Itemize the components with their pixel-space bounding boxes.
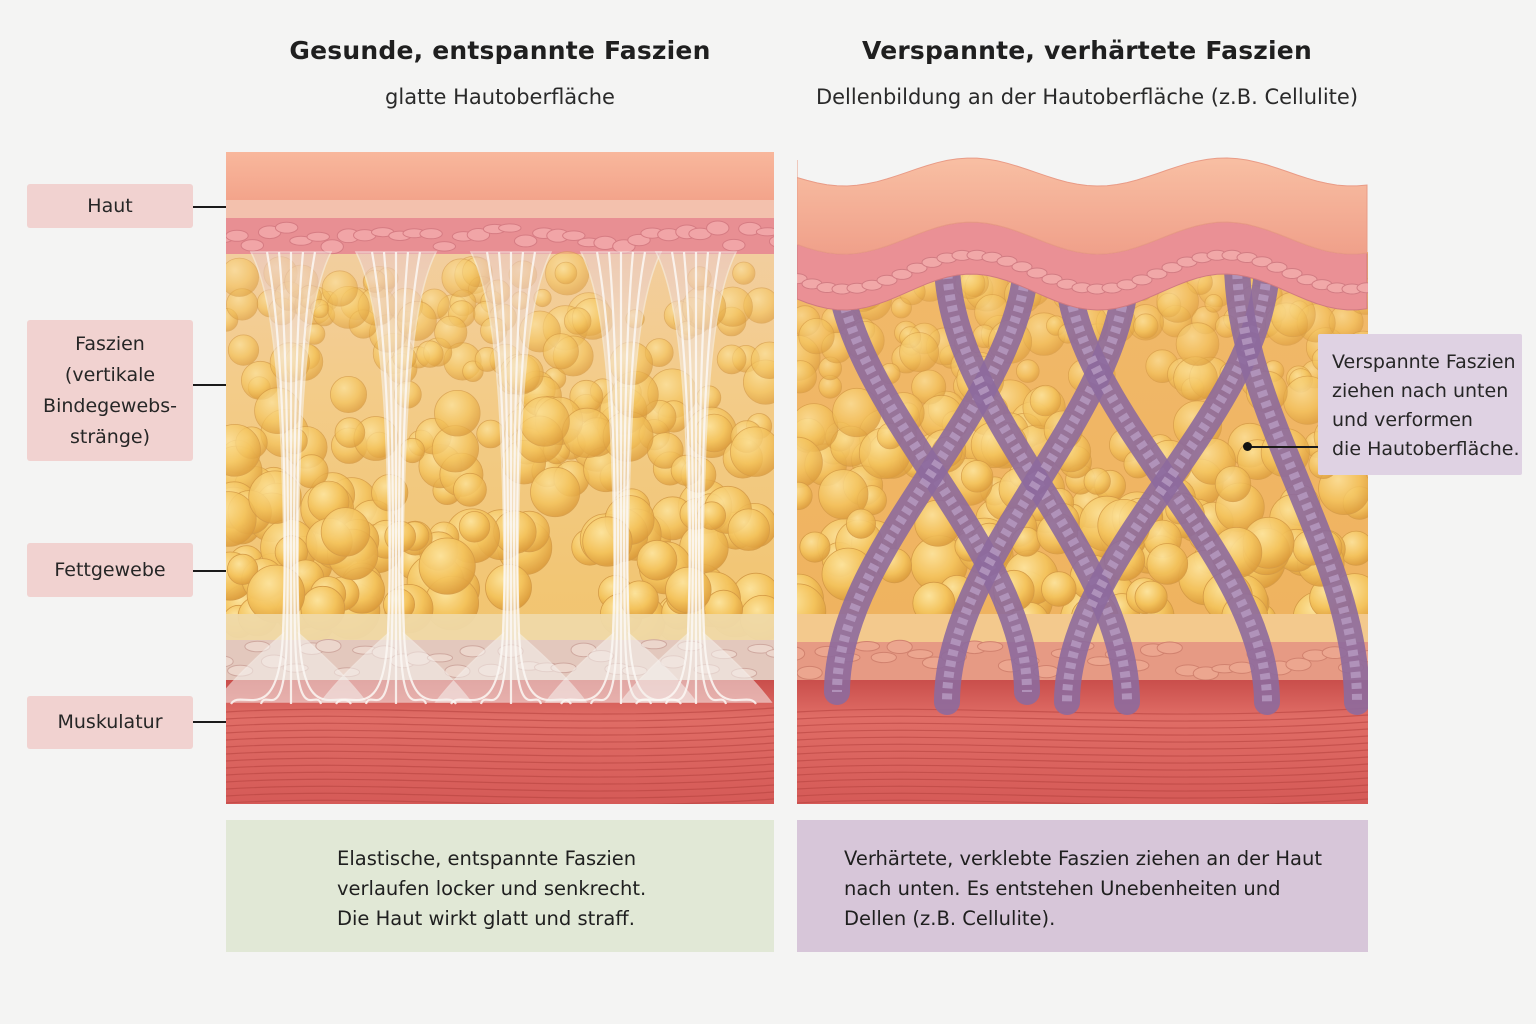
leader-callout	[1248, 446, 1318, 448]
leader-haut	[193, 206, 229, 208]
label-faszien-line: (vertikale	[64, 363, 156, 386]
tense-caption-line: Dellen (z.B. Cellulite).	[844, 907, 1056, 930]
tense-caption-line: Verhärtete, verklebte Faszien ziehen an …	[844, 847, 1323, 870]
healthy-heading: Gesunde, entspannte Faszien glatte Hauto…	[226, 36, 774, 109]
label-muskulatur-text: Muskulatur	[57, 711, 163, 733]
tense-caption-line: nach unten. Es entstehen Unebenheiten un…	[844, 877, 1281, 900]
tense-title: Verspannte, verhärtete Faszien	[862, 36, 1312, 65]
healthy-title: Gesunde, entspannte Faszien	[289, 36, 711, 65]
tense-subtitle: Dellenbildung an der Hautoberfläche (z.B…	[815, 85, 1359, 109]
healthy-caption-line: Elastische, entspannte Faszien	[337, 847, 637, 870]
label-fettgewebe: Fettgewebe	[27, 543, 193, 597]
label-faszien-line: Bindegewebs-	[43, 394, 177, 417]
label-fettgewebe-text: Fettgewebe	[54, 558, 166, 581]
healthy-caption: Elastische, entspannte Faszien verlaufen…	[226, 820, 774, 952]
label-muskulatur: Muskulatur	[27, 696, 193, 749]
label-faszien-line: stränge)	[69, 425, 150, 448]
healthy-caption-line: verlaufen locker und senkrecht.	[337, 877, 647, 900]
healthy-subtitle: glatte Hautoberfläche	[385, 85, 615, 109]
callout-line: die Hautoberfläche.	[1332, 438, 1520, 460]
label-haut: Haut	[27, 184, 193, 228]
tense-caption: Verhärtete, verklebte Faszien ziehen an …	[797, 820, 1368, 952]
marker-callout	[1243, 442, 1252, 451]
tense-fascia-callout: Verspannte Faszien ziehen nach unten und…	[1318, 334, 1522, 475]
healthy-tissue-svg	[226, 152, 774, 804]
callout-line: und verformen	[1332, 409, 1473, 431]
healthy-caption-line: Die Haut wirkt glatt und straff.	[337, 907, 635, 930]
callout-line: Verspannte Faszien	[1332, 351, 1516, 373]
label-faszien: Faszien (vertikale Bindegewebs- stränge)	[27, 320, 193, 461]
callout-line: ziehen nach unten	[1332, 380, 1509, 402]
leader-fettgewebe	[193, 570, 229, 572]
tense-tissue-svg	[797, 152, 1368, 804]
label-haut-text: Haut	[87, 194, 133, 217]
tense-tissue-illustration	[797, 152, 1368, 804]
tense-heading: Verspannte, verhärtete Faszien Dellenbil…	[757, 36, 1417, 109]
label-faszien-line: Faszien	[75, 332, 145, 355]
leader-muskulatur	[193, 721, 229, 723]
healthy-tissue-illustration	[226, 152, 774, 804]
